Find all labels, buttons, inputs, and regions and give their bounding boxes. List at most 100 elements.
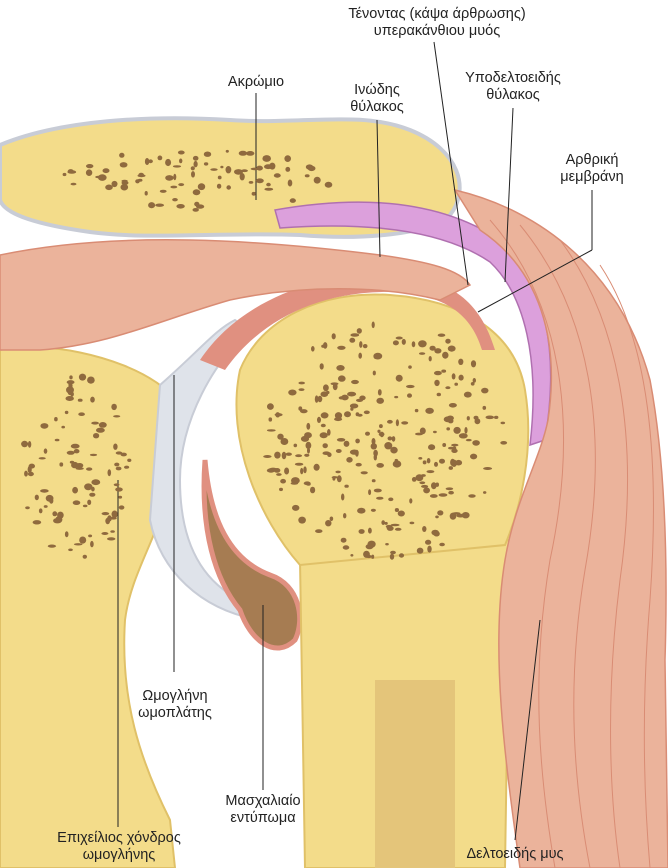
marrow-pore	[145, 191, 148, 196]
marrow-pore	[441, 370, 446, 373]
marrow-pore	[88, 535, 92, 538]
marrow-pore	[217, 184, 221, 189]
marrow-pore	[384, 522, 387, 525]
marrow-pore	[437, 393, 441, 397]
marrow-pore	[447, 416, 454, 421]
marrow-pore	[25, 506, 30, 509]
marrow-pore	[393, 460, 402, 467]
marrow-pore	[359, 529, 365, 534]
marrow-pore	[118, 496, 122, 499]
marrow-pore	[28, 472, 34, 476]
label-glenoid-cavity: Ωμογλήνη ωμοπλάτης	[125, 688, 225, 722]
marrow-pore	[119, 505, 125, 509]
marrow-pore	[74, 543, 83, 545]
marrow-pore	[431, 482, 437, 489]
marrow-pore	[96, 428, 105, 433]
marrow-pore	[439, 543, 445, 547]
marrow-pore	[472, 440, 480, 446]
label-glenoid-labrum: Επιχείλιος χόνδρος ωμογλήνης	[24, 830, 214, 864]
marrow-pore	[434, 371, 442, 375]
marrow-pore	[355, 450, 359, 457]
marrow-pore	[408, 365, 412, 368]
marrow-pore	[376, 463, 384, 468]
marrow-pore	[449, 466, 453, 470]
marrow-pore	[368, 528, 372, 534]
marrow-pore	[371, 509, 376, 512]
marrow-pore	[279, 488, 283, 491]
marrow-pore	[381, 520, 385, 525]
marrow-pore	[453, 427, 460, 434]
marrow-pore	[470, 454, 477, 460]
marrow-pore	[462, 512, 470, 518]
marrow-pore	[347, 392, 356, 397]
marrow-pore	[204, 152, 211, 157]
marrow-pore	[420, 428, 426, 435]
marrow-pore	[269, 417, 273, 421]
marrow-pore	[303, 466, 306, 473]
marrow-pore	[158, 156, 163, 161]
marrow-pore	[220, 166, 223, 169]
marrow-pore	[107, 515, 112, 521]
marrow-pore	[49, 498, 53, 504]
marrow-pore	[249, 181, 254, 184]
marrow-pore	[83, 505, 88, 508]
marrow-pore	[286, 453, 292, 456]
marrow-pore	[98, 174, 107, 181]
marrow-pore	[86, 467, 92, 470]
marrow-pore	[121, 180, 127, 182]
marrow-pore	[449, 403, 457, 408]
marrow-pore	[304, 432, 312, 438]
marrow-pore	[410, 522, 415, 525]
marrow-pore	[314, 464, 320, 471]
marrow-pore	[471, 360, 476, 367]
marrow-pore	[356, 412, 360, 416]
marrow-pore	[419, 352, 425, 355]
marrow-pore	[193, 208, 199, 212]
marrow-pore	[305, 174, 310, 177]
marrow-pore	[394, 396, 398, 398]
marrow-pore	[366, 544, 374, 549]
marrow-pore	[72, 487, 78, 494]
marrow-pore	[170, 186, 177, 189]
marrow-pore	[423, 487, 430, 493]
marrow-pore	[269, 163, 275, 170]
marrow-pore	[267, 429, 276, 431]
marrow-pore	[434, 380, 439, 386]
marrow-pore	[172, 198, 178, 201]
marrow-pore	[321, 412, 329, 418]
marrow-pore	[40, 489, 49, 493]
marrow-pore	[412, 341, 416, 347]
marrow-pore	[137, 174, 145, 177]
marrow-pore	[442, 352, 448, 359]
marrow-pore	[226, 185, 231, 189]
marrow-pore	[68, 169, 74, 173]
marrow-pore	[390, 447, 397, 454]
marrow-pore	[335, 471, 340, 474]
marrow-pore	[355, 439, 360, 444]
marrow-pore	[396, 375, 403, 382]
marrow-pore	[241, 169, 248, 172]
marrow-pore	[101, 532, 108, 535]
marrow-pore	[350, 407, 353, 410]
marrow-pore	[315, 395, 319, 402]
marrow-pore	[63, 173, 67, 176]
marrow-pore	[483, 467, 492, 470]
marrow-pore	[291, 482, 299, 485]
label-synovial-membrane: Αρθρική μεμβράνη	[545, 152, 639, 186]
marrow-pore	[437, 510, 443, 515]
marrow-pore	[114, 463, 119, 467]
marrow-pore	[372, 479, 376, 482]
marrow-pore	[55, 516, 62, 523]
marrow-pore	[266, 183, 271, 187]
marrow-pore	[388, 498, 393, 502]
marrow-pore	[385, 543, 389, 545]
marrow-pore	[178, 151, 185, 155]
marrow-pore	[422, 526, 426, 532]
marrow-pore	[373, 371, 376, 376]
marrow-pore	[110, 530, 115, 533]
marrow-pore	[306, 164, 313, 169]
marrow-pore	[44, 505, 48, 508]
marrow-pore	[459, 375, 464, 381]
marrow-pore	[256, 178, 264, 183]
marrow-pore	[427, 458, 431, 463]
